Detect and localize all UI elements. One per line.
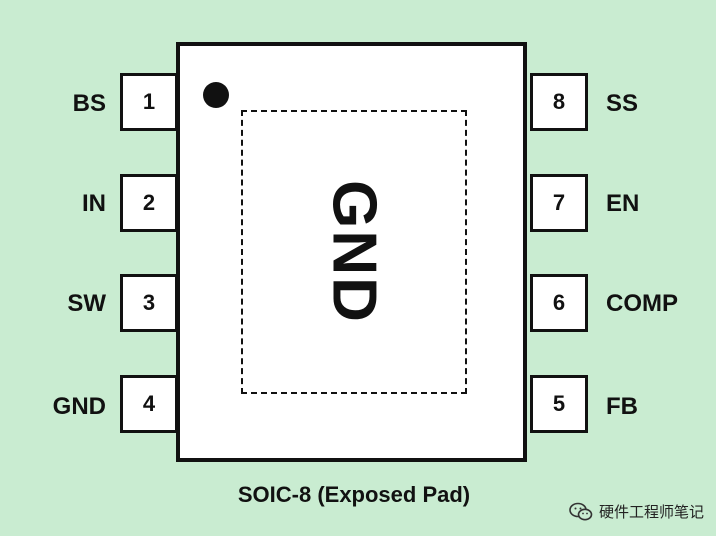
pin-7-box: 7: [530, 174, 588, 232]
watermark-text: 硬件工程师笔记: [598, 504, 704, 521]
pin-5-name: FB: [606, 393, 638, 420]
pin-1-name: BS: [72, 90, 106, 117]
pin-6-box: 6: [530, 274, 588, 332]
exposed-pad-outline: [241, 110, 467, 394]
pin-4-number: 4: [142, 391, 156, 416]
package-label: SOIC-8 (Exposed Pad): [237, 482, 471, 507]
pin-7-number: 7: [552, 190, 566, 215]
pin-1-box: 1: [120, 73, 178, 131]
watermark: 硬件工程师笔记: [569, 501, 704, 522]
pin-1-number: 1: [142, 89, 156, 114]
wechat-icon: [569, 502, 593, 522]
pin-8-number: 8: [552, 89, 566, 114]
pin-3-number: 3: [142, 290, 156, 315]
pin-2-number: 2: [142, 190, 156, 215]
pin-4-box: 4: [120, 375, 178, 433]
pin-8-box: 8: [530, 73, 588, 131]
pin-7-name: EN: [606, 190, 640, 217]
pin-3-box: 3: [120, 274, 178, 332]
pin-6-name: COMP: [606, 290, 678, 317]
pin-5-box: 5: [530, 375, 588, 433]
pin1-indicator-dot: [203, 82, 229, 108]
pin-8-name: SS: [606, 90, 639, 117]
pin-2-name: IN: [82, 190, 106, 217]
pin-5-number: 5: [552, 391, 566, 416]
pin-6-number: 6: [552, 290, 566, 315]
pin-4-name: GND: [52, 393, 106, 420]
pin-2-box: 2: [120, 174, 178, 232]
exposed-pad-label: GND: [319, 180, 389, 324]
pin-3-name: SW: [67, 290, 106, 317]
